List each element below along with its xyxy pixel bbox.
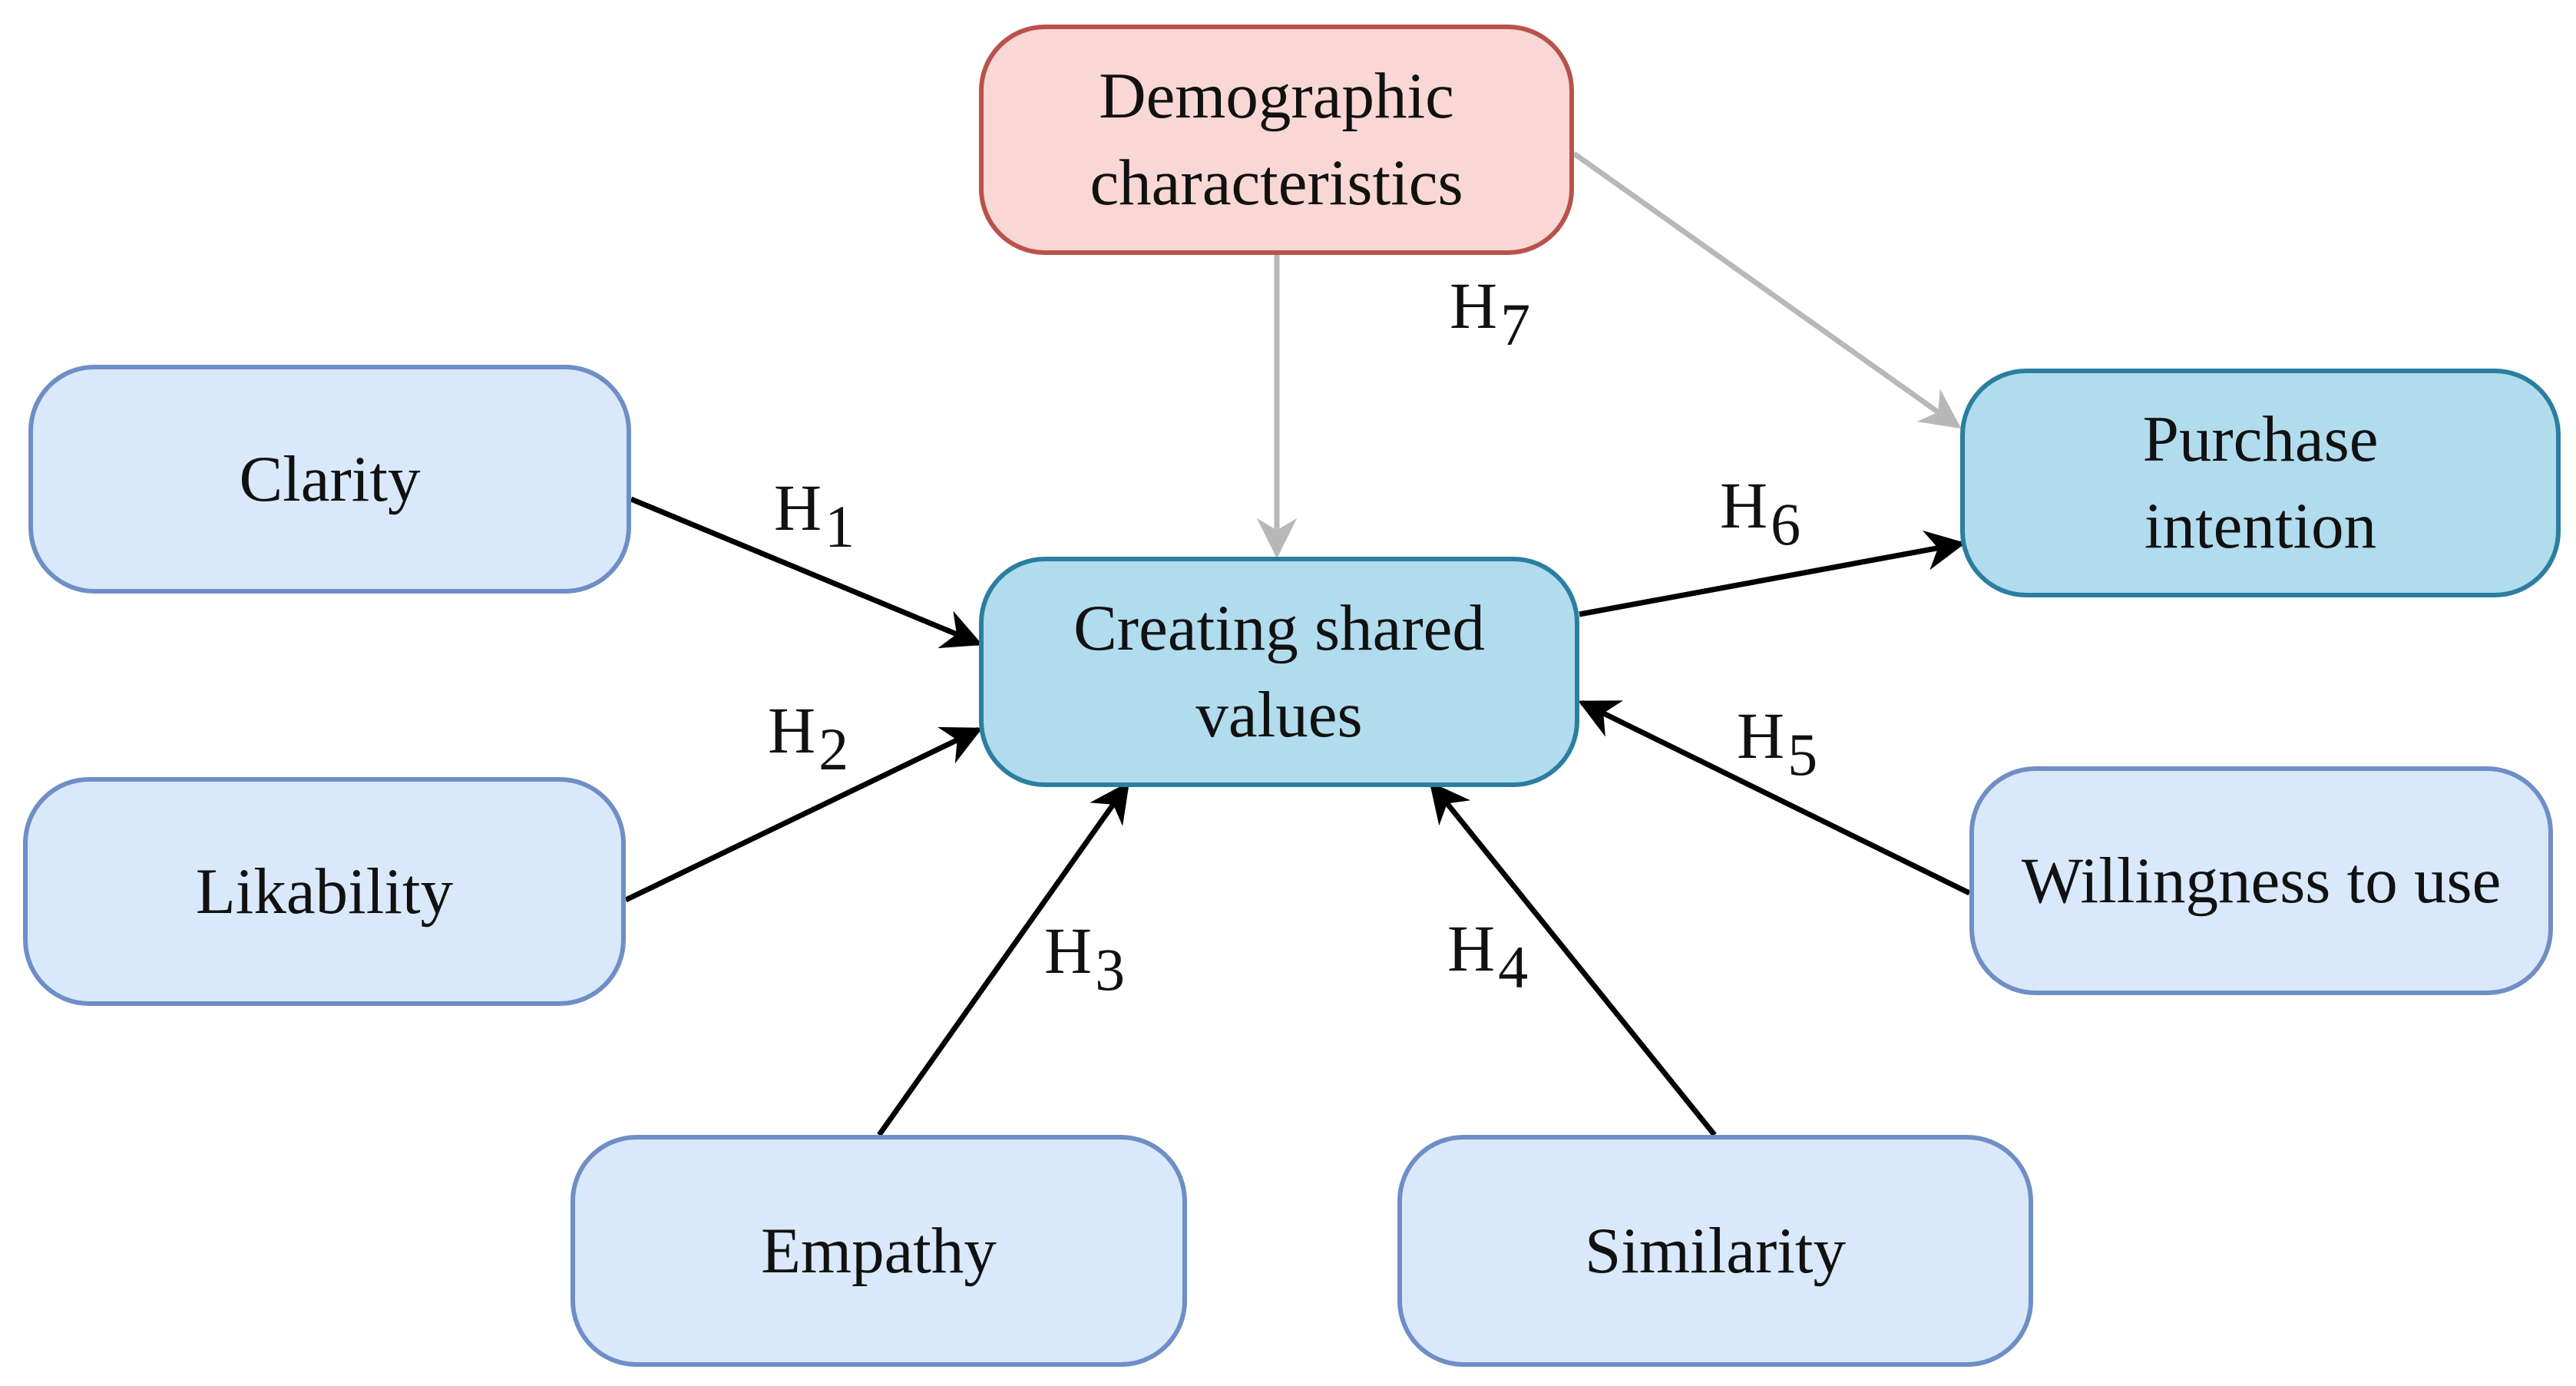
node-empathy-label: Empathy: [761, 1214, 997, 1287]
hypothesis-label-h3: H3: [1044, 918, 1125, 1000]
node-similarity: Similarity: [1397, 1135, 2033, 1367]
hypothesis-number: 3: [1095, 936, 1126, 1003]
node-purchase-line-1: Purchase: [2142, 403, 2379, 475]
hypothesis-number: 2: [818, 716, 849, 782]
hypothesis-letter: H: [774, 471, 822, 544]
hypothesis-letter: H: [1737, 699, 1785, 772]
node-creating-shared-values: Creating shared values: [979, 557, 1579, 787]
node-willingness-label: Willingness to use: [2021, 844, 2502, 917]
hypothesis-number: 4: [1498, 934, 1529, 1001]
node-clarity: Clarity: [28, 365, 631, 594]
hypothesis-letter: H: [768, 693, 816, 767]
hypothesis-label-h7: H7: [1450, 273, 1530, 355]
node-willingness-to-use: Willingness to use: [1969, 766, 2553, 995]
node-center-line-2: values: [1195, 679, 1363, 751]
node-demographic-characteristics: Demographic characteristics: [979, 25, 1574, 255]
hypothesis-number: 7: [1500, 291, 1531, 358]
hypothesis-label-h4: H4: [1447, 915, 1528, 997]
hypothesis-number: 5: [1787, 721, 1818, 788]
node-demographic-line-1: Demographic: [1099, 60, 1454, 132]
hypothesis-number: 6: [1771, 491, 1801, 557]
node-center-line-1: Creating shared: [1073, 592, 1485, 664]
arrow-demographic-to-purchase: [1572, 151, 1962, 429]
node-likability-label: Likability: [195, 855, 454, 928]
arrow-empathy-to-center: [877, 781, 1130, 1137]
hypothesis-letter: H: [1447, 911, 1496, 985]
node-purchase-line-2: intention: [2144, 490, 2377, 562]
node-clarity-label: Clarity: [239, 442, 421, 515]
hypothesis-label-h6: H6: [1720, 472, 1801, 554]
node-demographic-line-2: characteristics: [1090, 147, 1463, 219]
hypothesis-letter: H: [1044, 914, 1093, 987]
arrow-willingness-to-center: [1578, 700, 1971, 896]
hypothesis-letter: H: [1450, 269, 1498, 342]
node-empathy: Empathy: [570, 1135, 1187, 1367]
node-likability: Likability: [23, 777, 626, 1006]
hypothesis-letter: H: [1720, 468, 1768, 542]
node-purchase-intention: Purchase intention: [1960, 369, 2561, 597]
hypothesis-number: 1: [825, 493, 855, 560]
arrow-similarity-to-center: [1429, 781, 1717, 1137]
node-similarity-label: Similarity: [1585, 1214, 1846, 1287]
hypothesis-label-h2: H2: [768, 697, 848, 779]
arrow-clarity-to-center: [630, 496, 983, 649]
arrow-center-to-purchase: [1579, 530, 1966, 617]
arrow-likability-to-center: [624, 726, 983, 903]
hypothesis-label-h1: H1: [774, 475, 855, 557]
hypothesis-label-h5: H5: [1737, 703, 1817, 785]
